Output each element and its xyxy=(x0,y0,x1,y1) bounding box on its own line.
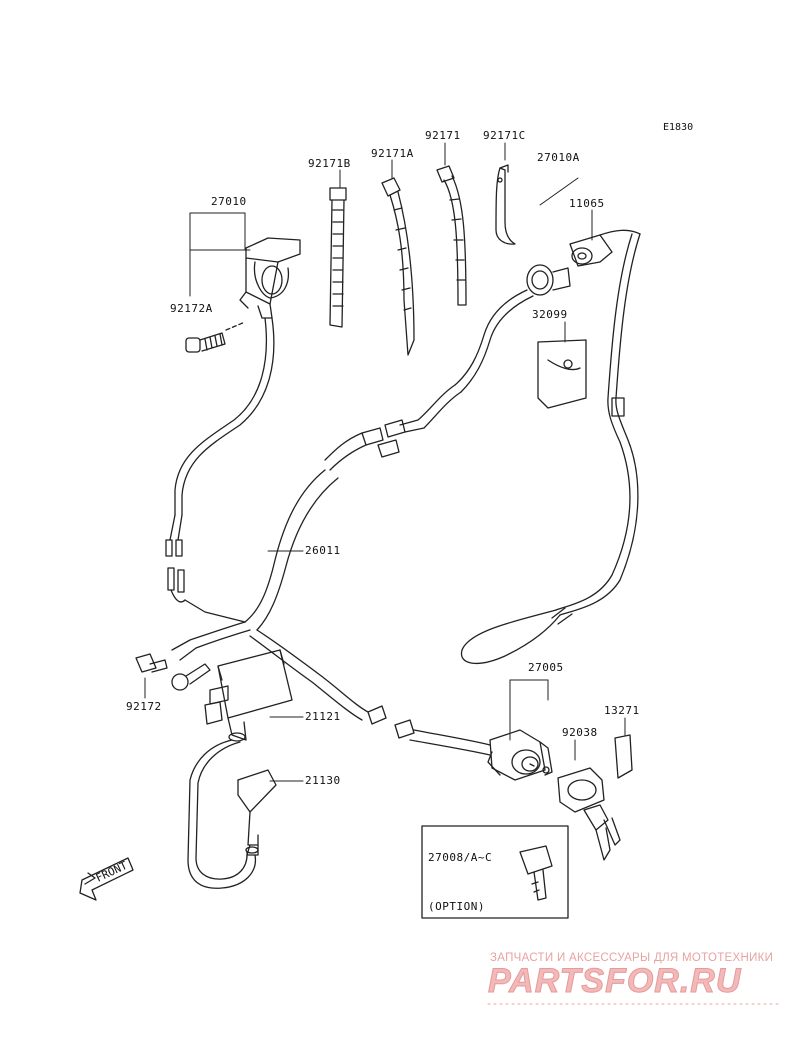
cap-92038 xyxy=(557,767,621,861)
bracket-27010 xyxy=(239,237,301,319)
option-box xyxy=(421,825,569,919)
label-13271: 13271 xyxy=(604,704,640,717)
plugcap-21130 xyxy=(187,739,277,889)
switch-11065 xyxy=(569,229,641,267)
label-21121: 21121 xyxy=(305,710,341,723)
label-27010A: 27010A xyxy=(537,151,580,164)
cable-ties xyxy=(329,164,516,356)
label-27005: 27005 xyxy=(528,661,564,674)
option-label: (OPTION) xyxy=(428,900,485,913)
watermark-tagline: ЗАПЧАСТИ И АКСЕССУАРЫ ДЛЯ МОТОТЕХНИКИ xyxy=(490,952,774,964)
bolt-92172 xyxy=(135,653,168,673)
bolt-92172A xyxy=(185,321,246,353)
label-92172A: 92172A xyxy=(170,302,213,315)
label-92172: 92172 xyxy=(126,700,162,713)
diagram-code: E1830 xyxy=(663,122,694,133)
label-11065: 11065 xyxy=(569,197,605,210)
leader-lines xyxy=(144,142,626,859)
label-92171C: 92171C xyxy=(483,129,526,142)
label-21130: 21130 xyxy=(305,774,341,787)
coil-21121 xyxy=(204,649,293,742)
packet-32099 xyxy=(537,339,587,409)
left-wire xyxy=(165,317,275,691)
label-26011: 26011 xyxy=(305,544,341,557)
plug-connector xyxy=(526,264,571,296)
label-92171A: 92171A xyxy=(371,147,414,160)
label-92171B: 92171B xyxy=(308,157,351,170)
tag-13271 xyxy=(614,734,633,779)
label-32099: 32099 xyxy=(532,308,568,321)
harness-26011 xyxy=(171,289,534,756)
label-27008: 27008/A~C xyxy=(428,851,493,864)
watermark-logo: PARTSFOR.RU xyxy=(487,962,742,1001)
right-wire-loop xyxy=(460,233,641,665)
front-arrow xyxy=(79,857,134,901)
label-92171: 92171 xyxy=(425,129,461,142)
label-27010: 27010 xyxy=(211,195,247,208)
label-92038: 92038 xyxy=(562,726,598,739)
switch-27005 xyxy=(487,729,553,781)
